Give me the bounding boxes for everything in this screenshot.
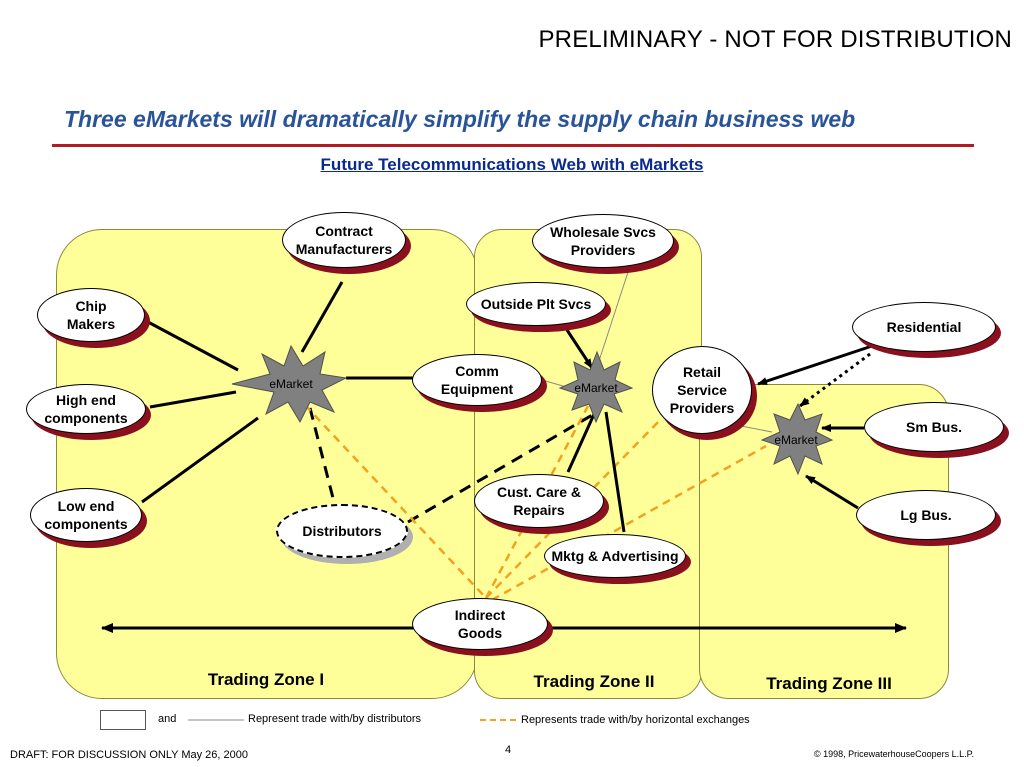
connector-chip-makers [147,320,239,372]
legend-and: and [158,713,177,725]
legend-exchanges-text: Represents trade with/by horizontal exch… [521,714,750,726]
connector-cust-care [566,411,597,473]
node-label: Residential [852,302,996,352]
emarket-1-label: eMarket [269,377,313,391]
node-label: Distributors [276,504,408,558]
node-label: Low end components [30,488,142,542]
node-residential[interactable]: Residential [852,302,1001,358]
emarket-2-star [558,350,634,424]
trading-zone-3-label: Trading Zone III [766,674,892,693]
connector-high-end [149,390,237,409]
node-lg-bus[interactable]: Lg Bus. [856,490,1001,546]
node-label: Outside Plt Svcs [466,282,606,326]
preliminary-stamp: PRELIMINARY - NOT FOR DISTRIBUTION [538,26,1012,53]
connector-low-end [141,416,259,504]
emarket-3-label: eMarket [774,433,818,447]
node-indirect-goods[interactable]: Indirect Goods [412,598,553,656]
node-comm-equipment[interactable]: Comm Equipment [412,354,547,412]
node-distributors[interactable]: Distributors [276,504,413,564]
node-label: Contract Manufacturers [282,212,406,268]
connector-lg-bus [805,474,859,510]
node-label: Wholesale Svcs Providers [532,214,674,268]
footer-copyright: © 1998, PricewaterhouseCoopers L.L.P. [813,749,974,759]
node-label: Mktg & Advertising [544,534,686,578]
trading-zone-1-label: Trading Zone I [207,670,325,689]
connector-contract-mfr [300,281,344,353]
trading-zone-1-region [56,229,478,699]
wholesale-thin-link [597,265,631,365]
connector-residential-emarket [799,352,871,408]
node-sm-bus[interactable]: Sm Bus. [864,402,1009,458]
distributor-link-2 [407,412,595,524]
emarket-1-star [231,344,348,424]
legend-distributors-text: Represent trade with/by distributors [248,713,422,725]
footer-draft-notice: DRAFT: FOR DISCUSSION ONLY May 26, 2000 [10,749,248,761]
trading-zone-2-label: Trading Zone II [533,672,655,691]
slide-title: Three eMarkets will dramatically simplif… [64,106,856,132]
node-retail-service-providers[interactable]: Retail Service Providers [652,346,757,440]
node-contract-manufacturers[interactable]: Contract Manufacturers [282,212,411,274]
exchange-link-1 [304,404,487,599]
node-cust-care-repairs[interactable]: Cust. Care & Repairs [474,474,609,534]
emarket-2-label: eMarket [574,381,618,395]
node-label: Indirect Goods [412,598,548,650]
legend-swatch [100,710,146,730]
connector-residential-retail [757,344,873,386]
title-divider [52,144,974,147]
node-label: Cust. Care & Repairs [474,474,604,528]
distributor-link-1 [308,407,336,503]
node-label: Retail Service Providers [652,346,752,434]
node-high-end-components[interactable]: High end components [26,384,151,440]
exchange-link-4 [491,444,767,602]
node-label: Lg Bus. [856,490,996,540]
node-mktg-advertising[interactable]: Mktg & Advertising [544,534,691,584]
node-chip-makers[interactable]: Chip Makers [37,288,150,348]
emarket-3-star [760,402,834,476]
page-number: 4 [505,744,512,756]
node-wholesale-svcs-providers[interactable]: Wholesale Svcs Providers [532,214,679,274]
node-outside-plt-svcs[interactable]: Outside Plt Svcs [466,282,611,332]
node-label: High end components [26,384,146,434]
node-low-end-components[interactable]: Low end components [30,488,147,548]
connector-mktg [604,411,626,533]
node-label: Chip Makers [37,288,145,342]
node-label: Comm Equipment [412,354,542,406]
node-label: Sm Bus. [864,402,1004,452]
diagram-title: Future Telecommunications Web with eMark… [320,155,704,174]
connector-outside-plt [565,329,594,369]
